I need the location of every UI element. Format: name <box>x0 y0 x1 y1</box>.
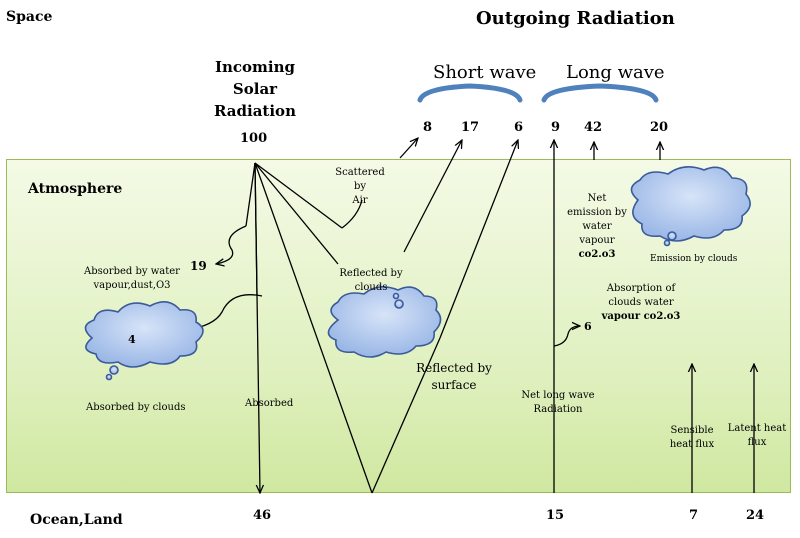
absorbed-water-value: 19 <box>190 259 207 273</box>
incoming-line-2: Solar <box>232 80 278 98</box>
outgoing-radiation-title: Outgoing Radiation <box>476 8 675 29</box>
short-wave-brace <box>417 83 523 103</box>
scatter-hook <box>341 199 363 229</box>
cloud-absorption-value: 6 <box>584 320 592 333</box>
absorbed-by-clouds-label: Absorbed by clouds <box>86 402 186 413</box>
absorbed-clouds-value: 4 <box>128 333 136 346</box>
latent-value: 24 <box>746 508 765 523</box>
ocean-land-label: Ocean,Land <box>30 512 123 528</box>
absorbed-label: Absorbed <box>245 398 294 409</box>
fan-line-clouds <box>254 162 339 265</box>
lw-water-vapour-value: 42 <box>584 120 603 135</box>
absorption-line-1: Absorption of <box>606 283 676 294</box>
sensible-value: 7 <box>689 508 699 523</box>
latent-line-2: flux <box>747 437 767 448</box>
lw-net-surface-value: 9 <box>551 120 561 135</box>
surface-absorbed-value: 46 <box>253 508 272 523</box>
absorbed-water-line-1: Absorbed by water <box>84 266 180 277</box>
sensible-line-1: Sensible <box>670 425 714 436</box>
sw-scattered-value: 8 <box>423 120 433 135</box>
net-emission-label: Net emission by water vapour co2.o3 <box>560 192 634 262</box>
scattered-line-2: Air <box>352 195 368 206</box>
latent-heat-label: Latent heat flux <box>726 422 788 450</box>
reflected-by-clouds-label: Reflected by clouds <box>334 267 408 295</box>
fan-line-surface <box>254 162 373 494</box>
reflected-clouds-line-2: clouds <box>354 282 388 293</box>
cloud-left <box>84 301 204 381</box>
net-longwave-line-1: Net long wave <box>521 390 595 401</box>
lw-clouds-value: 20 <box>650 120 669 135</box>
reflected-surface-line-1: Reflected by <box>416 361 492 375</box>
scattered-line-1: Scattered by <box>335 167 385 192</box>
long-wave-label: Long wave <box>566 62 665 83</box>
net-emission-line-2: emission by <box>567 207 627 218</box>
sw-arrow-clouds <box>403 140 462 253</box>
absorption-line-2: clouds water <box>608 297 674 308</box>
reflected-surface-line-2: surface <box>431 378 477 392</box>
sw-surface-value: 6 <box>514 120 524 135</box>
water-absorb-arrow <box>216 225 247 264</box>
net-emission-line-1: Net <box>587 193 607 204</box>
absorption-clouds-label: Absorption of clouds water vapour co2.o3 <box>596 282 686 324</box>
surface-net-longwave-value: 15 <box>546 508 565 523</box>
reflected-by-surface-label: Reflected by surface <box>412 360 496 394</box>
incoming-line-1: Incoming <box>214 58 296 76</box>
fan-line-absorbed <box>254 162 260 493</box>
sensible-heat-label: Sensible heat flux <box>662 424 722 452</box>
net-longwave-line-2: Radiation <box>533 404 583 415</box>
absorbed-water-line-2: vapour,dust,O3 <box>93 280 171 291</box>
absorption-line-3: vapour co2.o3 <box>601 311 681 322</box>
net-emission-line-4: vapour <box>579 235 615 246</box>
sw-arrow-surface <box>439 140 518 339</box>
sw-clouds-value: 17 <box>461 120 480 135</box>
net-emission-line-3: water <box>582 221 612 232</box>
reflected-clouds-line-1: Reflected by <box>339 268 403 279</box>
latent-line-1: Latent heat <box>727 423 787 434</box>
cloud-right <box>630 166 751 247</box>
lw-cloud-absorb-arrow <box>553 326 580 347</box>
space-label: Space <box>6 9 53 25</box>
incoming-value: 100 <box>240 131 268 146</box>
scattered-by-air-label: Scattered by Air <box>328 166 392 208</box>
net-longwave-label: Net long wave Radiation <box>518 389 598 417</box>
incoming-line-3: Radiation <box>214 102 296 120</box>
atmosphere-label: Atmosphere <box>28 181 123 197</box>
short-wave-label: Short wave <box>433 62 537 83</box>
emission-by-clouds-label: Emission by clouds <box>650 254 738 264</box>
cloud-middle <box>327 286 442 358</box>
sensible-line-2: heat flux <box>669 439 715 450</box>
surface-reflect-to-clouds <box>371 337 441 494</box>
sw-arrow-scattered <box>399 138 418 159</box>
absorbed-water-label: Absorbed by water vapour,dust,O3 <box>76 265 188 293</box>
net-emission-line-5: co2.o3 <box>578 249 616 260</box>
fan-line-water <box>245 162 256 227</box>
incoming-solar-radiation-label: Incoming Solar Radiation <box>205 56 305 122</box>
long-wave-brace <box>541 83 659 103</box>
fan-line-scatter <box>254 162 343 229</box>
